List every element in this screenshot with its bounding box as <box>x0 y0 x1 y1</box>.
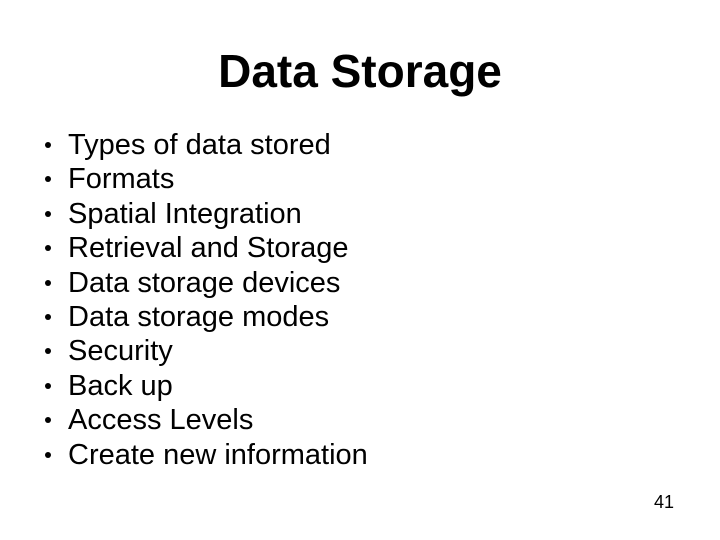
list-item-label: Data storage modes <box>68 300 330 333</box>
list-item: Create new information <box>44 438 664 472</box>
list-item-label: Formats <box>68 163 175 196</box>
bullet-dot-icon <box>45 176 51 183</box>
list-item-label: Types of data stored <box>68 129 331 161</box>
list-item: Retrieval and Storage <box>44 231 664 265</box>
bullet-dot-icon <box>45 382 51 389</box>
bullet-dot-icon <box>45 245 51 252</box>
bullet-dot-icon <box>45 210 51 217</box>
list-item-label: Security <box>68 335 173 368</box>
bullet-list: Types of data stored Formats Spatial Int… <box>44 128 664 472</box>
list-item: Access Levels <box>44 403 664 437</box>
bullet-dot-icon <box>45 451 51 458</box>
bullet-dot-icon <box>45 348 51 355</box>
list-item-label: Data storage devices <box>68 266 341 299</box>
bullet-dot-icon <box>45 279 51 286</box>
list-item: Back up <box>44 369 664 403</box>
list-item-label: Access Levels <box>68 404 254 437</box>
page-title: Data Storage <box>218 45 502 97</box>
bullet-dot-icon <box>45 142 51 148</box>
list-item: Data storage modes <box>44 300 664 334</box>
list-item: Types of data stored <box>44 128 664 162</box>
bullet-dot-icon <box>45 313 51 320</box>
list-item-label: Back up <box>68 369 173 402</box>
list-item: Data storage devices <box>44 266 664 300</box>
list-item: Formats <box>44 162 664 196</box>
list-item: Spatial Integration <box>44 197 664 231</box>
list-item: Security <box>44 334 664 368</box>
list-item-label: Spatial Integration <box>68 197 302 230</box>
page-number: 41 <box>653 492 674 512</box>
list-item-label: Retrieval and Storage <box>68 232 349 265</box>
list-item-label: Create new information <box>68 438 368 471</box>
bullet-dot-icon <box>45 417 51 424</box>
